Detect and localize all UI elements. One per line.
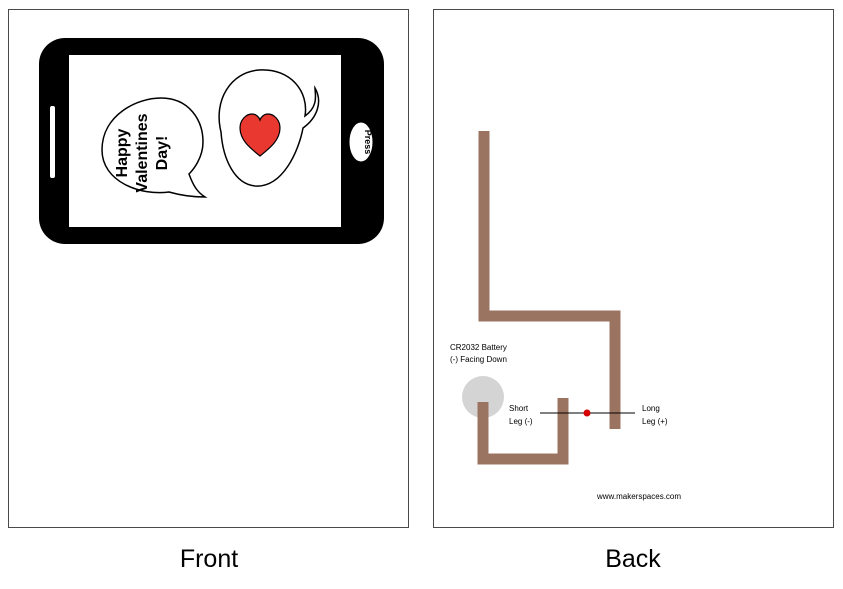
front-caption: Front (179, 545, 239, 573)
greeting-line-3: Day! (154, 136, 171, 171)
speech-bubble-greeting: Happy Valentines Day! (101, 97, 208, 198)
front-illustration: Press Happy Valentines Day! (39, 38, 384, 244)
battery-icon (462, 376, 504, 418)
short-leg-label-line-1: Short (509, 404, 529, 413)
battery-label-line-2: (-) Facing Down (450, 355, 507, 364)
website-label: www.makerspaces.com (596, 492, 681, 501)
press-button[interactable]: Press (348, 121, 374, 163)
copper-trace-positive (478, 131, 621, 429)
back-circuit-diagram: CR2032 Battery (-) Facing Down Short Leg… (450, 131, 681, 501)
speech-bubble-heart (218, 69, 320, 187)
long-leg-label-line-1: Long (642, 404, 660, 413)
back-panel: CR2032 Battery (-) Facing Down Short Leg… (433, 9, 834, 528)
copper-trace-negative (477, 398, 569, 465)
heart-icon (239, 113, 281, 157)
front-panel: Press Happy Valentines Day! (8, 9, 409, 528)
led-icon (583, 409, 591, 417)
greeting-line-2: Valentines (134, 113, 151, 192)
greeting-line-1: Happy (114, 128, 131, 177)
back-caption: Back (605, 545, 661, 573)
phone-side-slot (50, 106, 55, 178)
press-button-label: Press (363, 130, 373, 155)
short-leg-label-line-2: Leg (-) (509, 417, 533, 426)
battery-label-line-1: CR2032 Battery (450, 343, 507, 352)
long-leg-label-line-2: Leg (+) (642, 417, 668, 426)
